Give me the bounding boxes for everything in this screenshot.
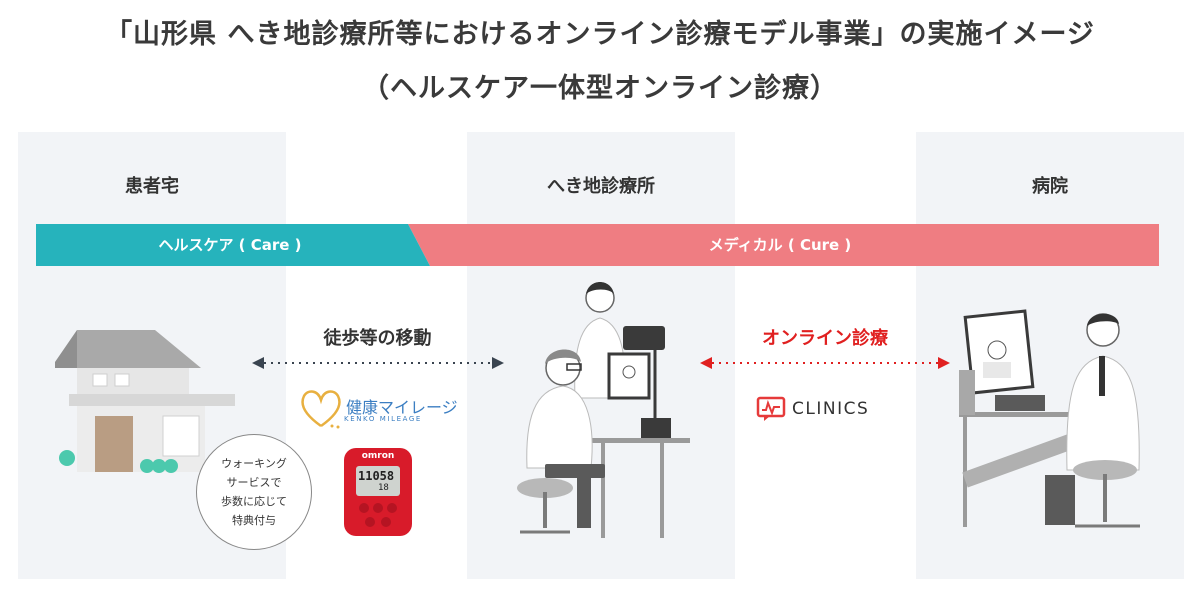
walk-note-line-4: 特典付与	[232, 514, 276, 527]
cure-label: メディカル ( Cure )	[708, 236, 852, 254]
panel-label-clinic: へき地診療所	[547, 176, 655, 197]
pedometer-sub-display: 18	[378, 483, 389, 493]
walking-service-note: ウォーキング サービスで 歩数に応じて 特典付与	[196, 434, 312, 550]
clinics-logo-icon	[756, 396, 786, 421]
clinic-illustration	[517, 282, 690, 538]
kenko-mileage-sub: KENKO MILEAGE	[344, 415, 422, 423]
care-band	[36, 224, 430, 266]
panel-label-home: 患者宅	[125, 176, 179, 197]
kenko-mileage-logo: 健康マイレージ	[346, 398, 458, 417]
cure-band	[408, 224, 1159, 266]
pedometer: omron 11058 18	[342, 446, 414, 538]
pedometer-display: 11058	[358, 469, 395, 483]
walk-label: 徒歩等の移動	[323, 328, 432, 349]
clinics-logo-text: CLINICS	[792, 399, 870, 419]
walk-arrow	[252, 357, 504, 369]
online-arrow	[700, 357, 950, 369]
pedometer-brand: omron	[361, 451, 395, 461]
walk-note-line-3: 歩数に応じて	[221, 495, 287, 508]
walk-note-line-2: サービスで	[226, 476, 282, 489]
care-cure-band	[36, 224, 1159, 266]
hospital-illustration	[959, 309, 1140, 528]
page-title: 「山形県 へき地診療所等におけるオンライン診療モデル事業」の実施イメージ	[105, 19, 1095, 50]
online-consultation-label: オンライン診療	[762, 328, 888, 349]
panel-label-hospital: 病院	[1032, 176, 1068, 197]
walk-note-line-1: ウォーキング	[221, 457, 287, 470]
heart-logo-icon	[301, 390, 341, 429]
house-illustration	[55, 330, 235, 473]
page-subtitle: （ヘルスケア一体型オンライン診療）	[362, 73, 838, 104]
care-label: ヘルスケア ( Care )	[158, 236, 302, 254]
